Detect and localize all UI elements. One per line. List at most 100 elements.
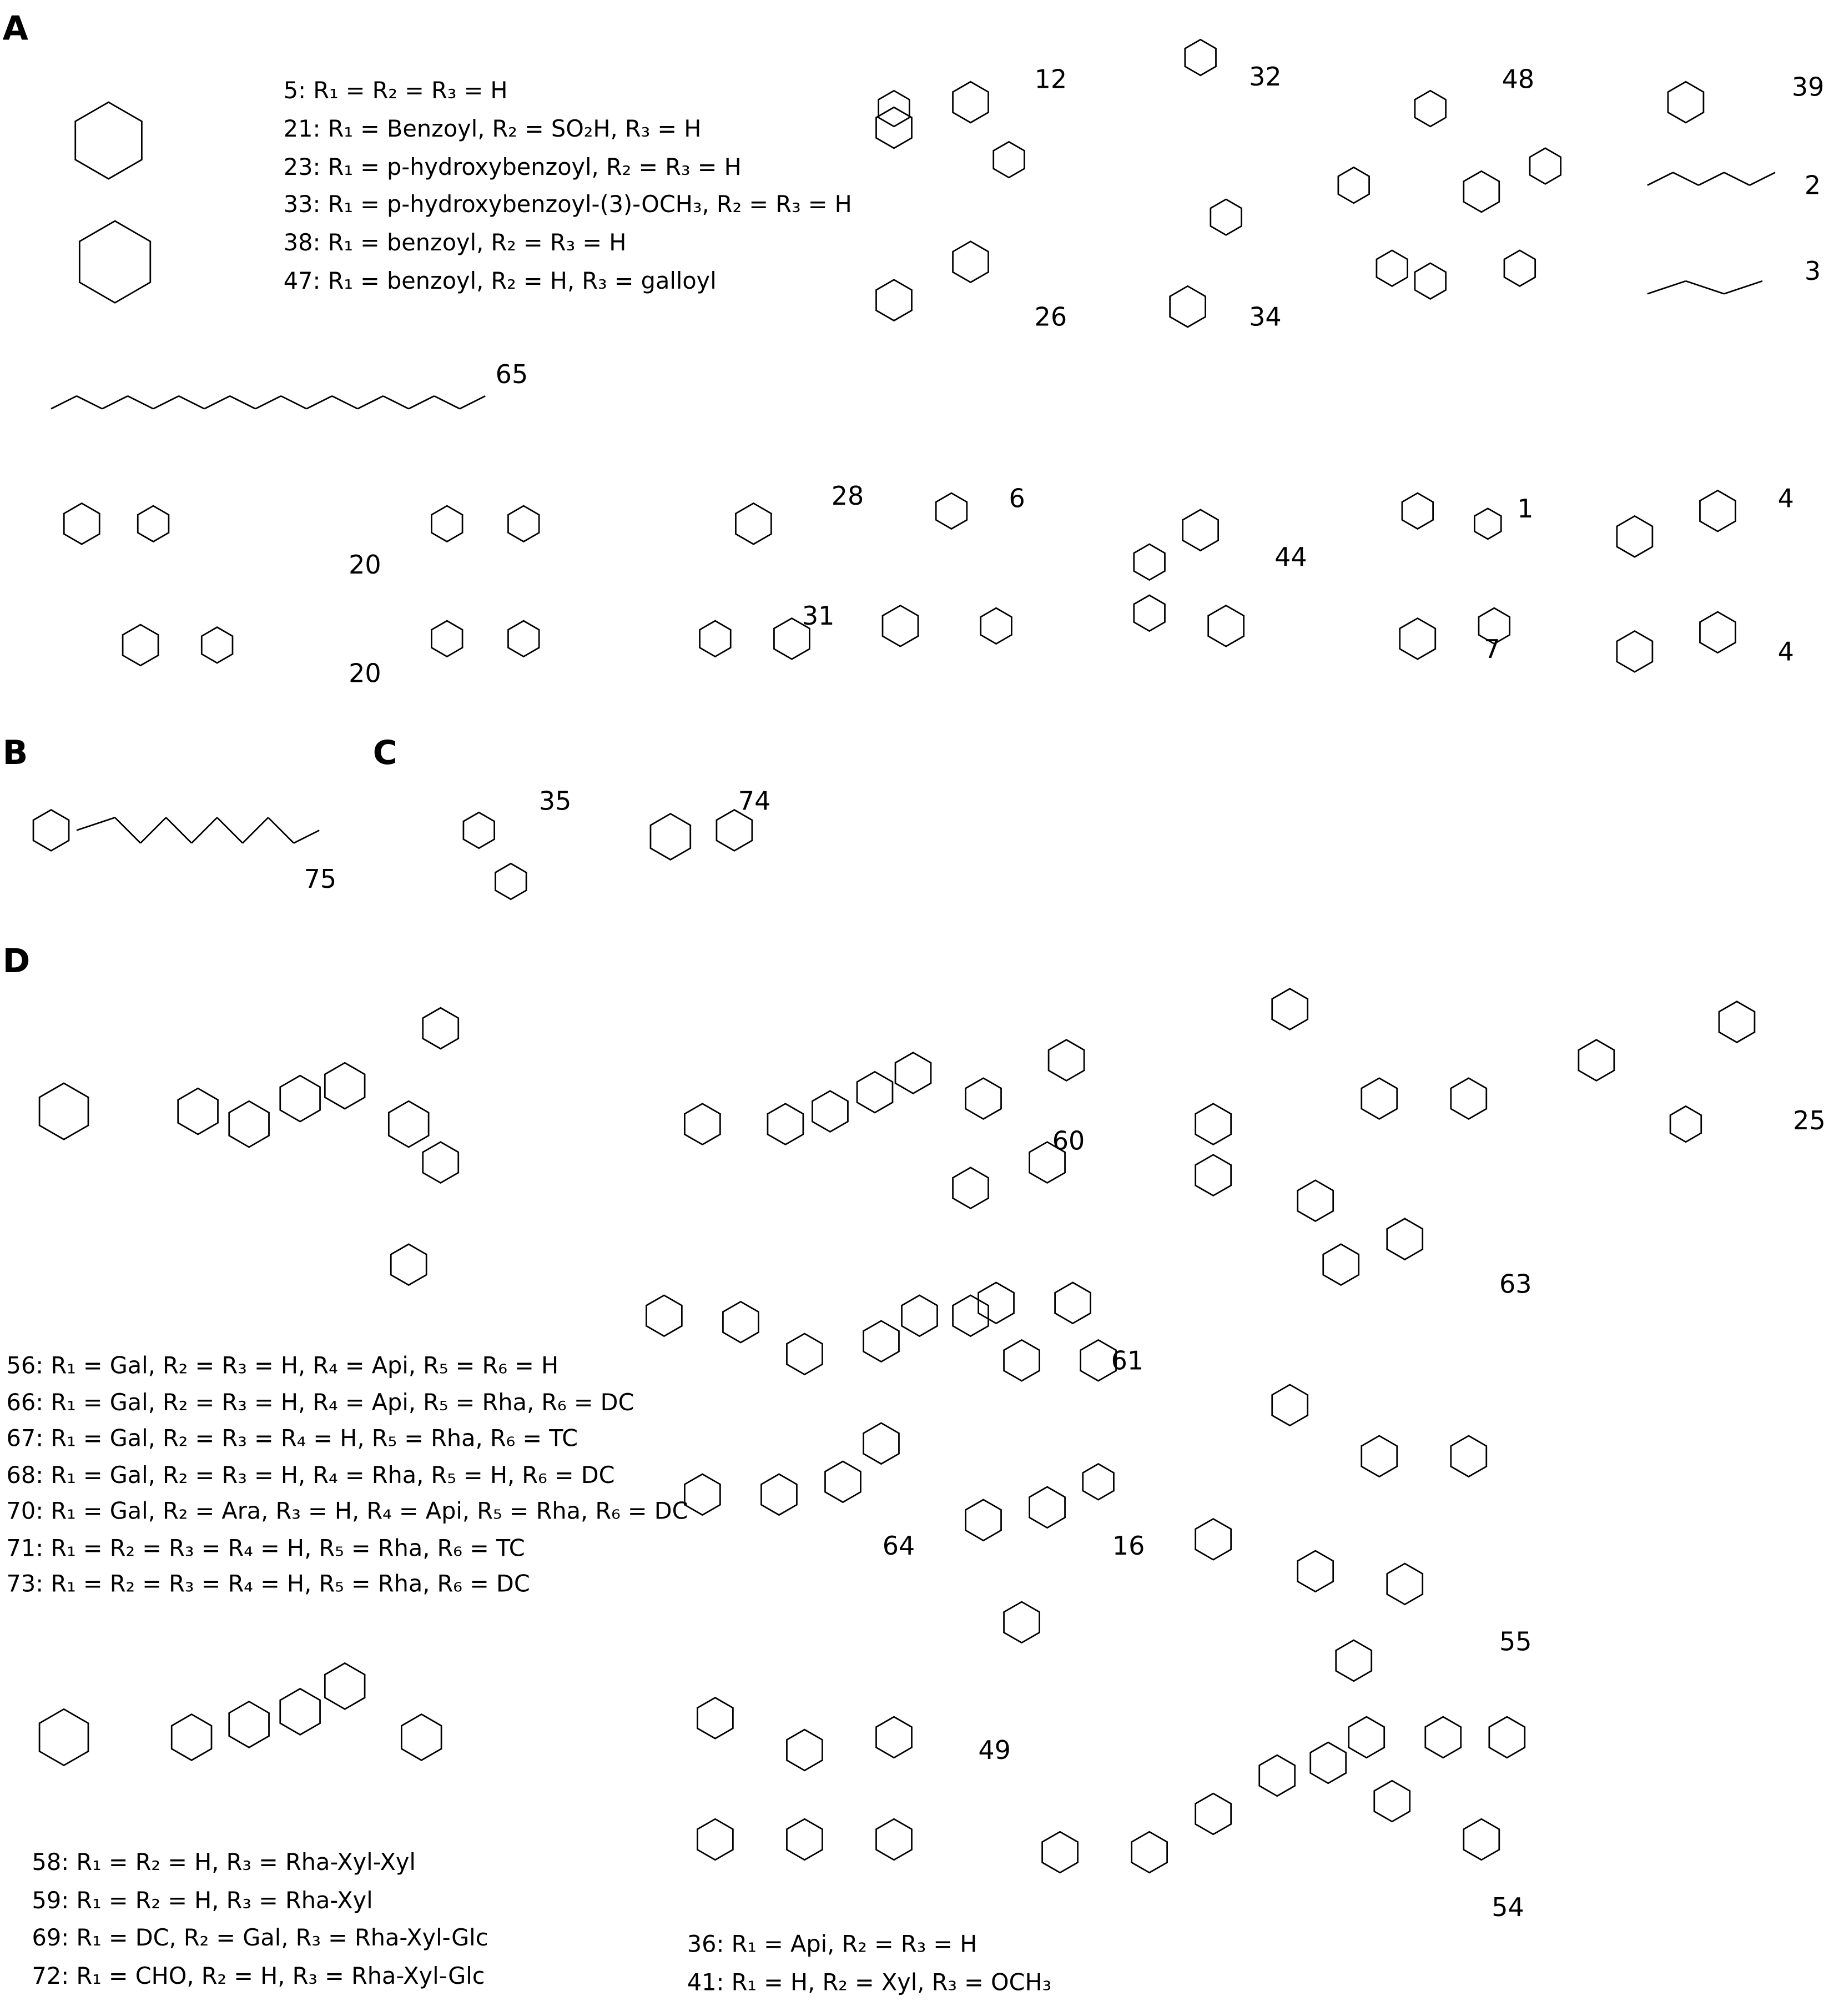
rgroup-def: 66: R₁ = Gal, R₂ = R₃ = H, R₄ = Api, R₅ … (6, 1389, 634, 1416)
ring-bond (1463, 1818, 1500, 1861)
bond (331, 395, 358, 410)
ring-bond (875, 106, 913, 149)
ring-bond (1667, 81, 1705, 124)
ring-bond (1478, 607, 1511, 645)
ring-bond (1133, 543, 1166, 581)
bond (51, 395, 77, 410)
ring-bond (1054, 1281, 1091, 1325)
bond (1724, 172, 1750, 186)
ring-bond (390, 1243, 427, 1286)
bond (102, 395, 128, 410)
ring-bond (1337, 166, 1370, 204)
ring-bond (965, 1499, 1002, 1542)
bond (459, 395, 486, 410)
ring-bond (952, 240, 989, 284)
ring-bond (279, 1074, 321, 1123)
ring-bond (462, 811, 495, 849)
bond (268, 817, 295, 844)
rgroup-def: 36: R₁ = Api, R₂ = R₃ = H (687, 1931, 978, 1958)
ring-bond (773, 617, 810, 660)
ring-bond (1003, 1339, 1040, 1382)
ring-bond (684, 1473, 721, 1516)
ring-bond (894, 1052, 932, 1094)
bond (191, 817, 218, 844)
ring-bond (697, 1818, 734, 1861)
d-rgroup-list-1: 56: R₁ = Gal, R₂ = R₃ = H, R₄ = Api, R₅ … (7, 1349, 688, 1604)
ring-bond (1616, 630, 1654, 673)
compound-number: 26 (1034, 301, 1067, 333)
ring-bond (965, 1077, 1002, 1120)
bond (1672, 172, 1699, 186)
panel-label-a: A (2, 10, 28, 49)
ring-bond (875, 1716, 913, 1759)
ring-bond (1297, 1550, 1334, 1593)
compound-number: 12 (1034, 64, 1067, 95)
ring-bond (952, 1294, 989, 1338)
compound-number: 4 (1777, 636, 1794, 667)
ring-bond (1578, 1039, 1615, 1082)
a-rgroup-list: 5: R₁ = R₂ = R₃ = H 21: R₁ = Benzoyl, R₂… (284, 73, 852, 301)
bond (382, 395, 409, 410)
ring-bond (1003, 1601, 1040, 1644)
rgroup-def: 71: R₁ = R₂ = R₃ = R₄ = H, R₅ = Rha, R₆ … (6, 1535, 525, 1562)
ring-bond (878, 89, 910, 128)
ring-bond (1184, 38, 1217, 77)
compound-number: 34 (1249, 301, 1282, 333)
ring-bond (1195, 1154, 1232, 1197)
bond (127, 395, 154, 410)
ring-bond (1376, 249, 1408, 287)
rgroup-def: 69: R₁ = DC, R₂ = Gal, R₃ = Rha-Xyl-Glc (32, 1925, 488, 1953)
d-rgroup-list-2: 58: R₁ = R₂ = H, R₃ = Rha-Xyl-Xyl 59: R₁… (32, 1844, 488, 1996)
ring-bond (735, 502, 772, 545)
bond (1698, 172, 1725, 186)
ring-bond (786, 1333, 823, 1376)
ring-bond (177, 1087, 219, 1135)
compound-number: 49 (978, 1735, 1011, 1766)
compound-number: 25 (1793, 1105, 1826, 1136)
ring-bond (697, 1697, 734, 1740)
ring-bond (422, 1007, 460, 1050)
ring-bond (1529, 147, 1562, 185)
ring-bond (170, 1713, 213, 1761)
bond (165, 817, 193, 844)
compound-number: 31 (802, 600, 835, 631)
rgroup-def: 23: R₁ = p-hydroxybenzoyl, R₂ = R₃ = H (283, 154, 742, 181)
bond (1647, 280, 1686, 295)
ring-bond (699, 620, 732, 658)
ring-bond (1182, 509, 1220, 552)
ring-bond (812, 1090, 849, 1133)
ring-bond (1718, 1001, 1756, 1043)
ring-bond (875, 279, 913, 322)
ring-bond (1195, 1103, 1232, 1146)
compound-number: 63 (1499, 1268, 1532, 1299)
ring-bond (1373, 1779, 1411, 1823)
ring-bond (400, 1713, 442, 1761)
rgroup-def: 59: R₁ = R₂ = H, R₃ = Rha-Xyl (32, 1887, 373, 1915)
compound-number: 20 (349, 657, 381, 689)
ring-bond (881, 604, 919, 647)
rgroup-def: 47: R₁ = benzoyl, R₂ = H, R₃ = galloyl (283, 268, 717, 295)
ring-bond (856, 1070, 894, 1114)
ring-bond (1207, 604, 1245, 647)
panel-label-b: B (2, 734, 28, 773)
rgroup-def: 73: R₁ = R₂ = R₃ = R₄ = H, R₅ = Rha, R₆ … (6, 1571, 530, 1598)
ring-bond (646, 1294, 683, 1338)
panel-label-c: C (372, 734, 397, 773)
bond (408, 395, 435, 410)
bond (153, 395, 179, 410)
ring-bond (1361, 1077, 1398, 1120)
bond (216, 817, 244, 844)
ring-bond (980, 607, 1012, 645)
ring-bond (760, 1473, 798, 1516)
ring-bond (1669, 1105, 1702, 1143)
ring-bond (1488, 1716, 1526, 1759)
ring-bond (431, 620, 463, 658)
ring-bond (1195, 1792, 1232, 1836)
ring-bond (1082, 1463, 1115, 1501)
ring-bond (1450, 1435, 1488, 1478)
bond (434, 395, 460, 410)
compound-number: 28 (831, 480, 864, 511)
bond (1724, 280, 1763, 295)
ring-bond (952, 1167, 989, 1210)
